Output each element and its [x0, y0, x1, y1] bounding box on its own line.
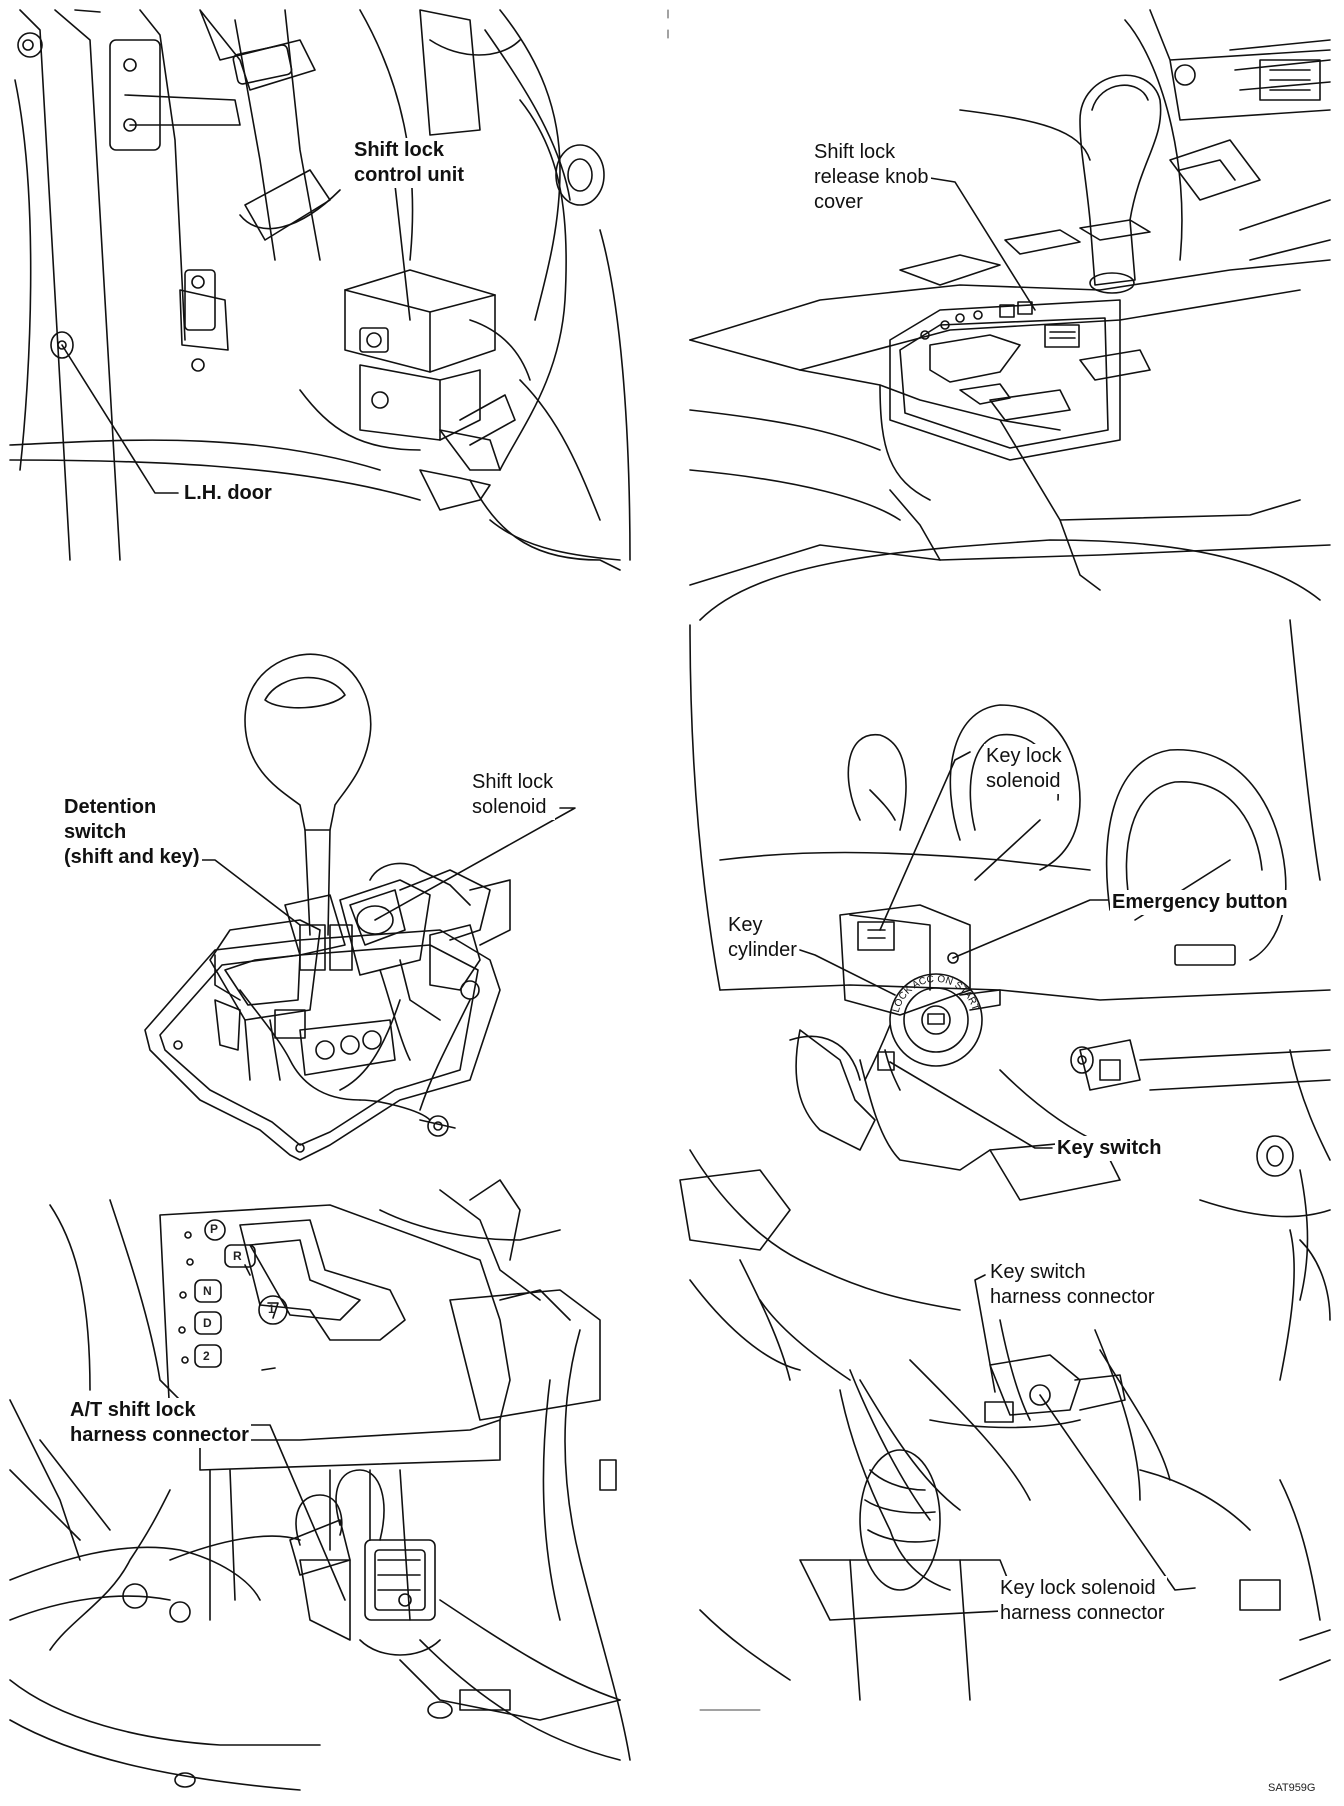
- gear-letter-d: D: [203, 1316, 212, 1330]
- leader-key-cylinder: [800, 950, 895, 995]
- label-key-switch: Key switch: [1055, 1136, 1164, 1161]
- leader-key-switch: [890, 1062, 1052, 1148]
- label-key-cylinder: Key cylinder: [726, 913, 799, 963]
- panel-console: [690, 10, 1330, 590]
- panel-control-unit: [10, 10, 630, 570]
- svg-text:LOCK ACC ON START: LOCK ACC ON START: [891, 974, 981, 1014]
- gear-letter-r: R: [233, 1249, 242, 1263]
- leader-key-lock-solenoid: [880, 752, 970, 930]
- label-lh-door: L.H. door: [182, 481, 274, 506]
- panel-dividers: [668, 10, 760, 1710]
- label-release-knob-cover: Shift lock release knob cover: [812, 140, 931, 215]
- leader-key-lock-solenoid-harness: [1040, 1395, 1195, 1590]
- leader-lh-door: [62, 345, 178, 493]
- label-key-lock-solenoid-harness-connector: Key lock solenoid harness connector: [998, 1576, 1167, 1626]
- gear-letter-n: N: [203, 1284, 212, 1298]
- leader-detention-switch: [200, 860, 300, 925]
- label-key-switch-harness-connector: Key switch harness connector: [988, 1260, 1157, 1310]
- leader-key-switch-harness: [975, 1275, 995, 1392]
- leader-release-knob: [930, 178, 1035, 310]
- key-cylinder-marking: LOCK ACC ON START: [891, 974, 981, 1014]
- gear-letter-p: P: [210, 1222, 219, 1236]
- label-emergency-button: Emergency button: [1110, 890, 1290, 915]
- figure-code: SAT959G: [1268, 1782, 1316, 1794]
- gear-letter-2: 2: [203, 1349, 210, 1363]
- label-shift-lock-solenoid: Shift lock solenoid: [470, 770, 556, 820]
- leader-shift-lock-solenoid: [375, 808, 575, 920]
- cylinder-position-text: LOCK ACC ON START: [891, 974, 981, 1014]
- leader-at-harness: [250, 1425, 345, 1600]
- panel-harness: [10, 1180, 630, 1790]
- panel-shifter: [145, 654, 575, 1160]
- label-key-lock-solenoid: Key lock solenoid: [984, 744, 1064, 794]
- label-at-shift-lock-harness-connector: A/T shift lock harness connector: [68, 1398, 251, 1448]
- label-shift-lock-control-unit: Shift lock control unit: [352, 138, 466, 188]
- label-detention-switch: Detention switch (shift and key): [62, 795, 202, 870]
- gear-letter-1: 1: [268, 1302, 275, 1316]
- leader-control-unit: [395, 173, 455, 320]
- leader-emergency-button: [953, 900, 1108, 958]
- panel-steering-column: [680, 540, 1330, 1700]
